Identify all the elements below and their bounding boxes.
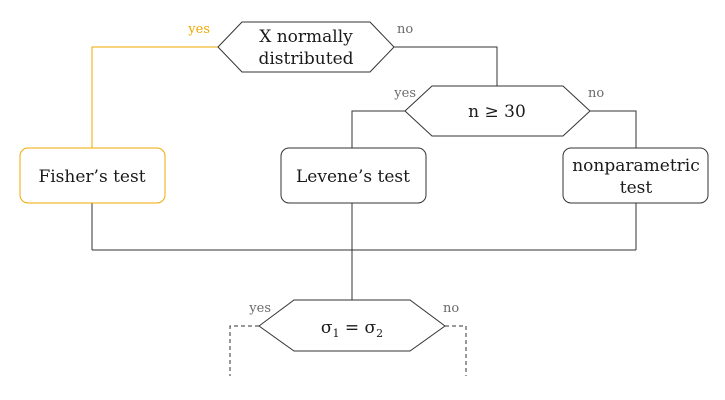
decision-normal-line1: X normally <box>259 27 353 47</box>
edge-sigma-no <box>445 325 467 376</box>
label-n30-no: no <box>588 86 604 101</box>
box-nonparametric-line2: test <box>620 178 653 198</box>
edge-n30-no <box>590 110 637 148</box>
decision-n30-text: n ≥ 30 <box>468 102 526 122</box>
label-normal-yes: yes <box>187 22 210 37</box>
edge-n30-yes <box>351 110 405 148</box>
box-nonparametric-test <box>562 147 709 204</box>
box-nonparametric-line1: nonparametric <box>572 156 700 176</box>
edge-normal-yes <box>91 46 218 148</box>
decision-sigma-equal <box>258 299 446 352</box>
edge-normal-no <box>394 46 498 86</box>
label-normal-no: no <box>397 22 413 37</box>
sigma-symbol-2: σ <box>365 318 377 338</box>
box-fisher-test <box>19 147 166 204</box>
decision-sigma-text: σ1 = σ2 <box>321 318 383 340</box>
edge-sigma-yes <box>229 325 259 376</box>
box-levene-test <box>280 147 427 204</box>
sigma-subscript-2: 2 <box>376 327 383 340</box>
label-sigma-no: no <box>443 301 459 316</box>
sigma-symbol-1: σ <box>321 318 333 338</box>
label-n30-yes: yes <box>393 86 416 101</box>
decision-normal-distributed <box>217 21 395 73</box>
sigma-equals: = <box>339 318 364 338</box>
sigma-subscript-1: 1 <box>332 327 339 340</box>
label-sigma-yes: yes <box>248 301 271 316</box>
box-fisher-label: Fisher’s test <box>38 167 145 187</box>
decision-n30 <box>404 85 591 137</box>
decision-normal-line2: distributed <box>258 49 353 69</box>
box-levene-label: Levene’s test <box>296 167 410 187</box>
